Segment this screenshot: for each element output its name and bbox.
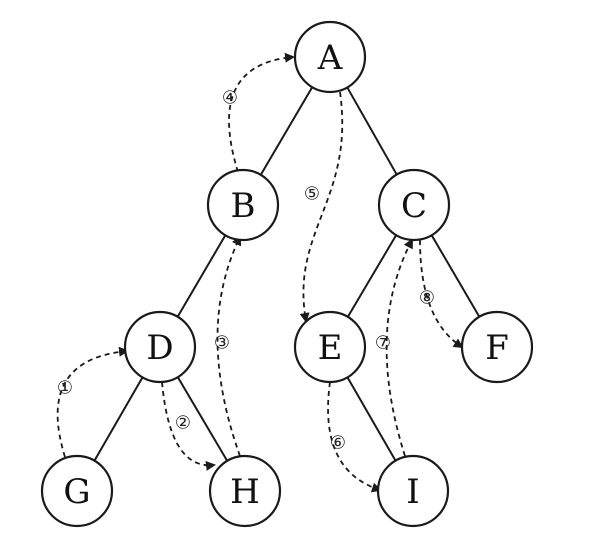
step-label-3: ③ xyxy=(214,333,230,354)
node-i: I xyxy=(376,454,450,528)
traversal-arrow-5 xyxy=(299,91,344,323)
node-label: C xyxy=(401,186,427,226)
step-label-8: ⑧ xyxy=(419,288,435,309)
node-label: H xyxy=(230,472,260,512)
step-number: ⑧ xyxy=(419,288,435,309)
step-label-4: ④ xyxy=(222,88,238,109)
edge-a-b xyxy=(259,86,314,176)
traversal-arrow-1 xyxy=(56,346,129,458)
edge-c-e xyxy=(346,234,398,318)
step-number: ④ xyxy=(222,88,238,109)
tree-edges xyxy=(93,86,481,462)
traversal-arrows xyxy=(56,52,464,493)
node-a: A xyxy=(293,20,367,94)
step-number: ⑥ xyxy=(330,433,346,454)
traversal-arrow-3 xyxy=(216,235,242,457)
edge-d-g xyxy=(93,376,144,462)
edge-d-h xyxy=(176,376,229,462)
step-number: ③ xyxy=(214,333,230,354)
node-label: E xyxy=(318,328,343,368)
edge-e-i xyxy=(346,376,397,462)
node-label: D xyxy=(146,328,173,368)
node-c: C xyxy=(377,168,451,242)
step-label-6: ⑥ xyxy=(330,433,346,454)
node-f: F xyxy=(460,310,534,384)
step-number: ⑦ xyxy=(375,333,391,354)
node-d: D xyxy=(123,310,197,384)
traversal-arrow-7 xyxy=(385,238,413,457)
node-label: G xyxy=(63,472,90,512)
traversal-arrow-4 xyxy=(228,52,295,173)
node-label: F xyxy=(485,328,509,368)
node-h: H xyxy=(208,454,282,528)
node-e: E xyxy=(293,310,367,384)
step-label-7: ⑦ xyxy=(375,333,391,354)
edge-c-f xyxy=(430,234,481,318)
traversal-arrow-2 xyxy=(161,381,216,471)
node-label: B xyxy=(231,186,256,226)
node-label: A xyxy=(317,38,343,78)
node-g: G xyxy=(40,454,114,528)
edge-b-d xyxy=(176,234,227,318)
step-number: ② xyxy=(175,413,191,434)
node-b: B xyxy=(206,168,280,242)
edge-a-c xyxy=(346,86,398,176)
step-label-2: ② xyxy=(175,413,191,434)
traversal-arrow-6 xyxy=(327,381,382,493)
node-label: I xyxy=(406,472,419,512)
step-labels: ① ② ③ ④ ⑤ ⑥ ⑦ ⑧ xyxy=(57,88,435,454)
step-label-5: ⑤ xyxy=(304,184,320,205)
step-label-1: ① xyxy=(57,378,73,399)
traversal-arrow-8 xyxy=(419,239,464,349)
tree-nodes: A B C D E F G H I xyxy=(40,20,534,528)
step-number: ⑤ xyxy=(304,184,320,205)
step-number: ① xyxy=(57,378,73,399)
